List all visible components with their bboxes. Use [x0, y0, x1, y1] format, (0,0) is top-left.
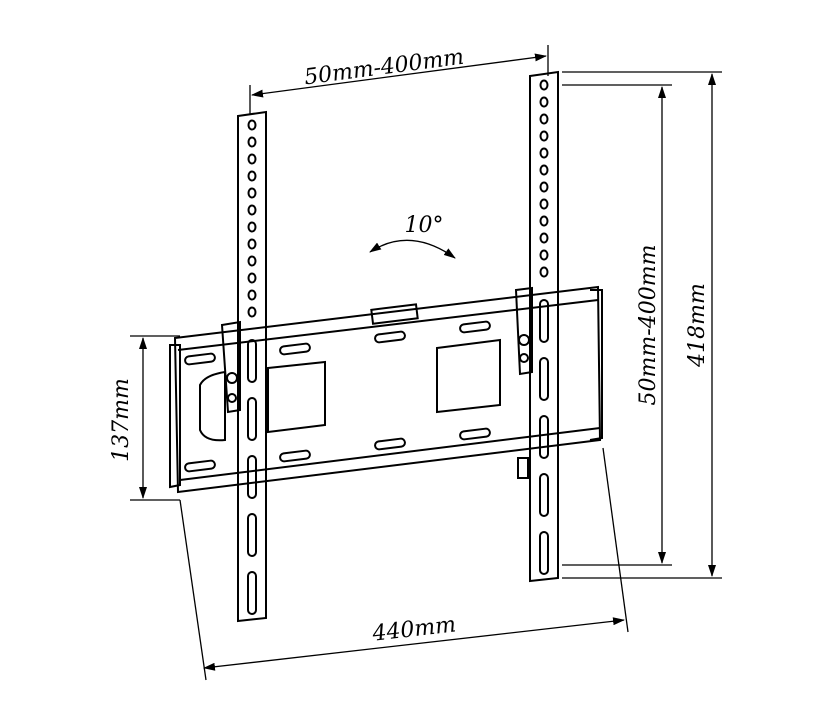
total-height-label: 418mm — [685, 283, 710, 368]
wall-plate — [169, 285, 603, 494]
mount-hole — [539, 198, 549, 210]
mount-slot — [247, 513, 257, 557]
mount-hole — [539, 232, 549, 244]
mount-hole — [539, 79, 549, 91]
mount-hole — [247, 187, 257, 199]
mount-slot — [247, 571, 257, 615]
tilt-label: 10° — [405, 213, 444, 238]
total-height-dimension: 418mm — [562, 71, 722, 579]
plate-width-dimension: 440mm — [179, 447, 629, 681]
mount-slot — [247, 339, 257, 383]
plate-slot — [459, 320, 491, 334]
plate-slot — [279, 449, 311, 463]
plate-height-label: 137mm — [109, 378, 134, 462]
mount-slot — [539, 357, 549, 401]
mount-hole — [247, 272, 257, 284]
mount-slot — [539, 415, 549, 459]
plate-slot — [459, 427, 491, 441]
mount-hole — [539, 113, 549, 125]
mount-hole — [247, 306, 257, 318]
tilt-indicator: 10° — [369, 213, 456, 259]
mount-slot — [247, 455, 257, 499]
plate-slot — [279, 342, 311, 356]
mount-slot — [539, 531, 549, 575]
mount-hole — [247, 153, 257, 165]
top-vesa-label: 50mm-400mm — [303, 45, 466, 91]
mount-hole — [247, 255, 257, 267]
plate-slot — [184, 352, 216, 366]
right-vesa-label: 50mm-400mm — [636, 245, 661, 406]
mount-hole — [539, 164, 549, 176]
mount-hole — [539, 215, 549, 227]
mount-hole — [247, 170, 257, 182]
plate-slot — [374, 330, 406, 344]
mount-slot — [539, 473, 549, 517]
mount-hole — [539, 147, 549, 159]
right-vesa-dimension: 50mm-400mm — [562, 84, 672, 566]
mount-hole — [247, 289, 257, 301]
mount-hole — [247, 238, 257, 250]
plate-slot — [184, 459, 216, 473]
mount-hole — [247, 136, 257, 148]
mount-hole — [539, 266, 549, 278]
right-upright — [514, 70, 559, 583]
mount-slot — [539, 299, 549, 343]
mount-hole — [247, 204, 257, 216]
mount-hole — [247, 221, 257, 233]
mount-hole — [539, 96, 549, 108]
mount-hole — [539, 249, 549, 261]
left-upright — [220, 110, 267, 623]
top-vesa-dimension: 50mm-400mm — [249, 45, 549, 115]
mount-hole — [539, 130, 549, 142]
plate-slot — [374, 437, 406, 451]
mount-hole — [539, 181, 549, 193]
plate-width-label: 440mm — [370, 612, 457, 646]
mount-hole — [247, 119, 257, 131]
plate-height-dimension: 137mm — [109, 335, 180, 501]
mount-slot — [247, 397, 257, 441]
